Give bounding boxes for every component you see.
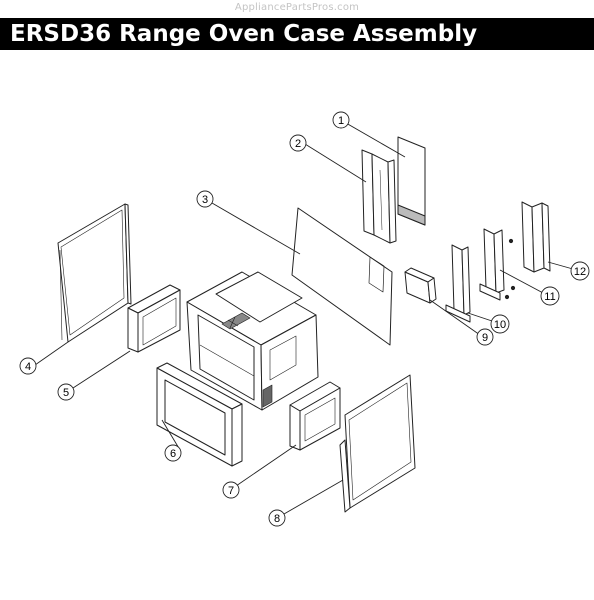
callout-12: 12 xyxy=(570,261,590,281)
svg-text:10: 10 xyxy=(494,319,506,331)
svg-text:12: 12 xyxy=(574,266,586,278)
callout-3: 3 xyxy=(196,190,214,208)
svg-text:7: 7 xyxy=(228,485,234,497)
callout-7: 7 xyxy=(222,481,240,499)
part-1-strip xyxy=(397,136,426,226)
callout-2: 2 xyxy=(289,134,307,152)
title-bar: ERSD36 Range Oven Case Assembly xyxy=(0,18,594,50)
part-11-mounting-bracket xyxy=(479,228,516,301)
svg-text:2: 2 xyxy=(295,138,301,150)
callout-5: 5 xyxy=(57,383,75,401)
svg-text:4: 4 xyxy=(25,361,31,373)
svg-text:5: 5 xyxy=(63,387,69,399)
part-8-right-side-panel xyxy=(339,374,416,513)
svg-text:11: 11 xyxy=(544,291,555,303)
svg-text:9: 9 xyxy=(482,332,488,344)
part-3-top-panel xyxy=(291,207,393,346)
callout-9: 9 xyxy=(476,328,494,346)
callout-4: 4 xyxy=(19,357,37,375)
part-2-channel-bracket xyxy=(361,149,397,244)
part-7-right-insulation-box xyxy=(289,381,341,451)
part-10-vertical-bracket xyxy=(445,244,471,323)
part-9-small-bracket xyxy=(404,267,437,304)
svg-text:1: 1 xyxy=(338,115,344,127)
part-12-side-bracket xyxy=(521,201,551,273)
page-title: ERSD36 Range Oven Case Assembly xyxy=(10,21,478,47)
svg-text:8: 8 xyxy=(274,513,280,525)
watermark-text: AppliancePartsPros.com xyxy=(234,2,360,13)
part-6-front-frame xyxy=(156,362,243,467)
callout-1: 1 xyxy=(332,111,350,129)
svg-text:3: 3 xyxy=(202,194,208,206)
callout-10: 10 xyxy=(490,314,510,334)
callout-markers: 1 2 3 4 5 6 7 8 9 10 11 12 xyxy=(19,111,590,527)
part-5-left-insulation-box xyxy=(127,284,181,353)
part-4-left-side-panel xyxy=(57,203,132,343)
callout-11: 11 xyxy=(540,286,560,306)
leader-lines xyxy=(34,122,581,515)
svg-text:6: 6 xyxy=(170,448,176,460)
callout-6: 6 xyxy=(164,444,182,462)
oven-case-assembly xyxy=(186,271,319,411)
callout-8: 8 xyxy=(268,509,286,527)
